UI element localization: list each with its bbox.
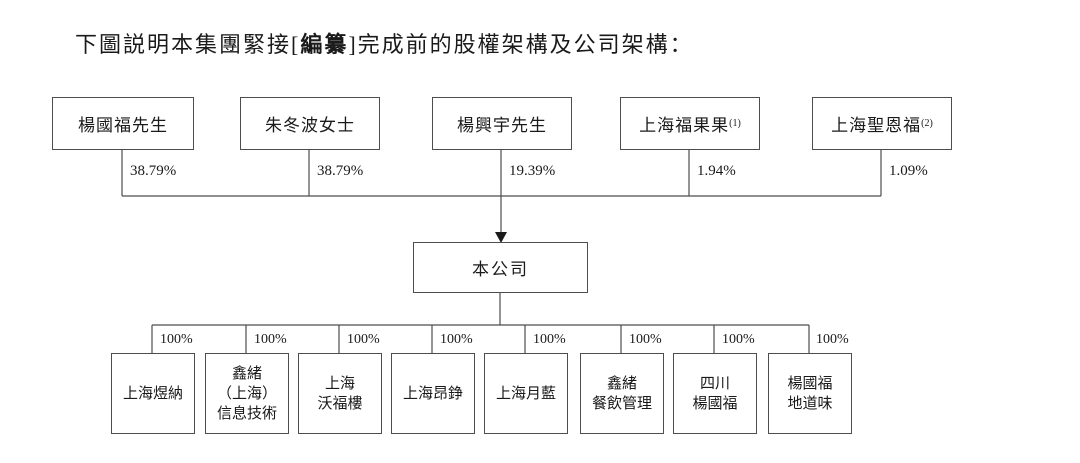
ownership-percent-label: 38.79% (317, 163, 364, 179)
subsidiary-percent-label: 100% (347, 332, 380, 347)
subsidiary-name: 上海月藍 (495, 385, 556, 402)
subsidiary-box-shanghai-yuna: 上海煜納 (111, 353, 195, 434)
subsidiary-name: 楊國福 地道味 (787, 375, 833, 412)
shareholder-box-yang-guofu: 楊國福先生 (52, 97, 194, 150)
shareholder-box-shanghai-fuguoguo: 上海福果果(1) (620, 97, 760, 150)
subsidiary-box-xinxu-catering: 鑫緒 餐飲管理 (580, 353, 664, 434)
arrow-head (495, 232, 507, 243)
subsidiary-percent-label: 100% (160, 332, 193, 347)
shareholder-name: 楊國福先生 (78, 116, 168, 135)
subsidiary-percent-label: 100% (629, 332, 662, 347)
shareholder-box-zhu-dongbo: 朱冬波女士 (240, 97, 380, 150)
subsidiary-percent-label: 100% (816, 332, 849, 347)
shareholder-name: 上海福果果 (639, 116, 730, 135)
shareholder-box-yang-xingyu: 楊興宇先生 (432, 97, 572, 150)
subsidiary-name: 上海昂錚 (402, 385, 463, 402)
subsidiary-box-yangguofu-didaowei: 楊國福 地道味 (768, 353, 852, 434)
ownership-percent-label: 1.09% (889, 163, 928, 179)
subsidiary-percent-label: 100% (533, 332, 566, 347)
subsidiary-name: 上海 沃福樓 (317, 375, 363, 412)
shareholder-note: (2) (921, 118, 933, 129)
ownership-percent-label: 1.94% (697, 163, 736, 179)
shareholder-name: 楊興宇先生 (457, 116, 547, 135)
subsidiary-box-xinxu-shanghai-it: 鑫緒 （上海） 信息技術 (205, 353, 289, 434)
company-name: 本公司 (472, 260, 529, 279)
subsidiary-box-shanghai-wofulou: 上海 沃福樓 (298, 353, 382, 434)
ownership-percent-label: 19.39% (509, 163, 556, 179)
shareholder-note: (1) (729, 118, 741, 129)
shareholder-name: 朱冬波女士 (265, 116, 355, 135)
shareholder-box-shanghai-shengenfu: 上海聖恩福(2) (812, 97, 952, 150)
title-prefix: 下圖説明本集團緊接[ (75, 32, 301, 57)
subsidiary-name: 上海煜納 (122, 385, 183, 402)
subsidiary-name: 鑫緒 餐飲管理 (591, 375, 652, 412)
subsidiary-box-sichuan-yangguofu: 四川 楊國福 (673, 353, 757, 434)
diagram-title: 下圖説明本集團緊接[編纂]完成前的股權架構及公司架構： (75, 27, 694, 59)
subsidiary-box-shanghai-angzheng: 上海昂錚 (391, 353, 475, 434)
subsidiary-box-shanghai-yuelan: 上海月藍 (484, 353, 568, 434)
subsidiary-percent-label: 100% (254, 332, 287, 347)
subsidiary-name: 四川 楊國福 (692, 375, 738, 412)
subsidiary-percent-label: 100% (440, 332, 473, 347)
title-suffix: ]完成前的股權架構及公司架構： (348, 32, 694, 57)
subsidiary-name: 鑫緒 （上海） 信息技術 (216, 365, 277, 422)
shareholder-name: 上海聖恩福 (831, 116, 922, 135)
subsidiary-percent-label: 100% (722, 332, 755, 347)
ownership-percent-label: 38.79% (130, 163, 177, 179)
title-redacted-term: 編纂 (300, 32, 349, 57)
company-box: 本公司 (413, 242, 588, 293)
